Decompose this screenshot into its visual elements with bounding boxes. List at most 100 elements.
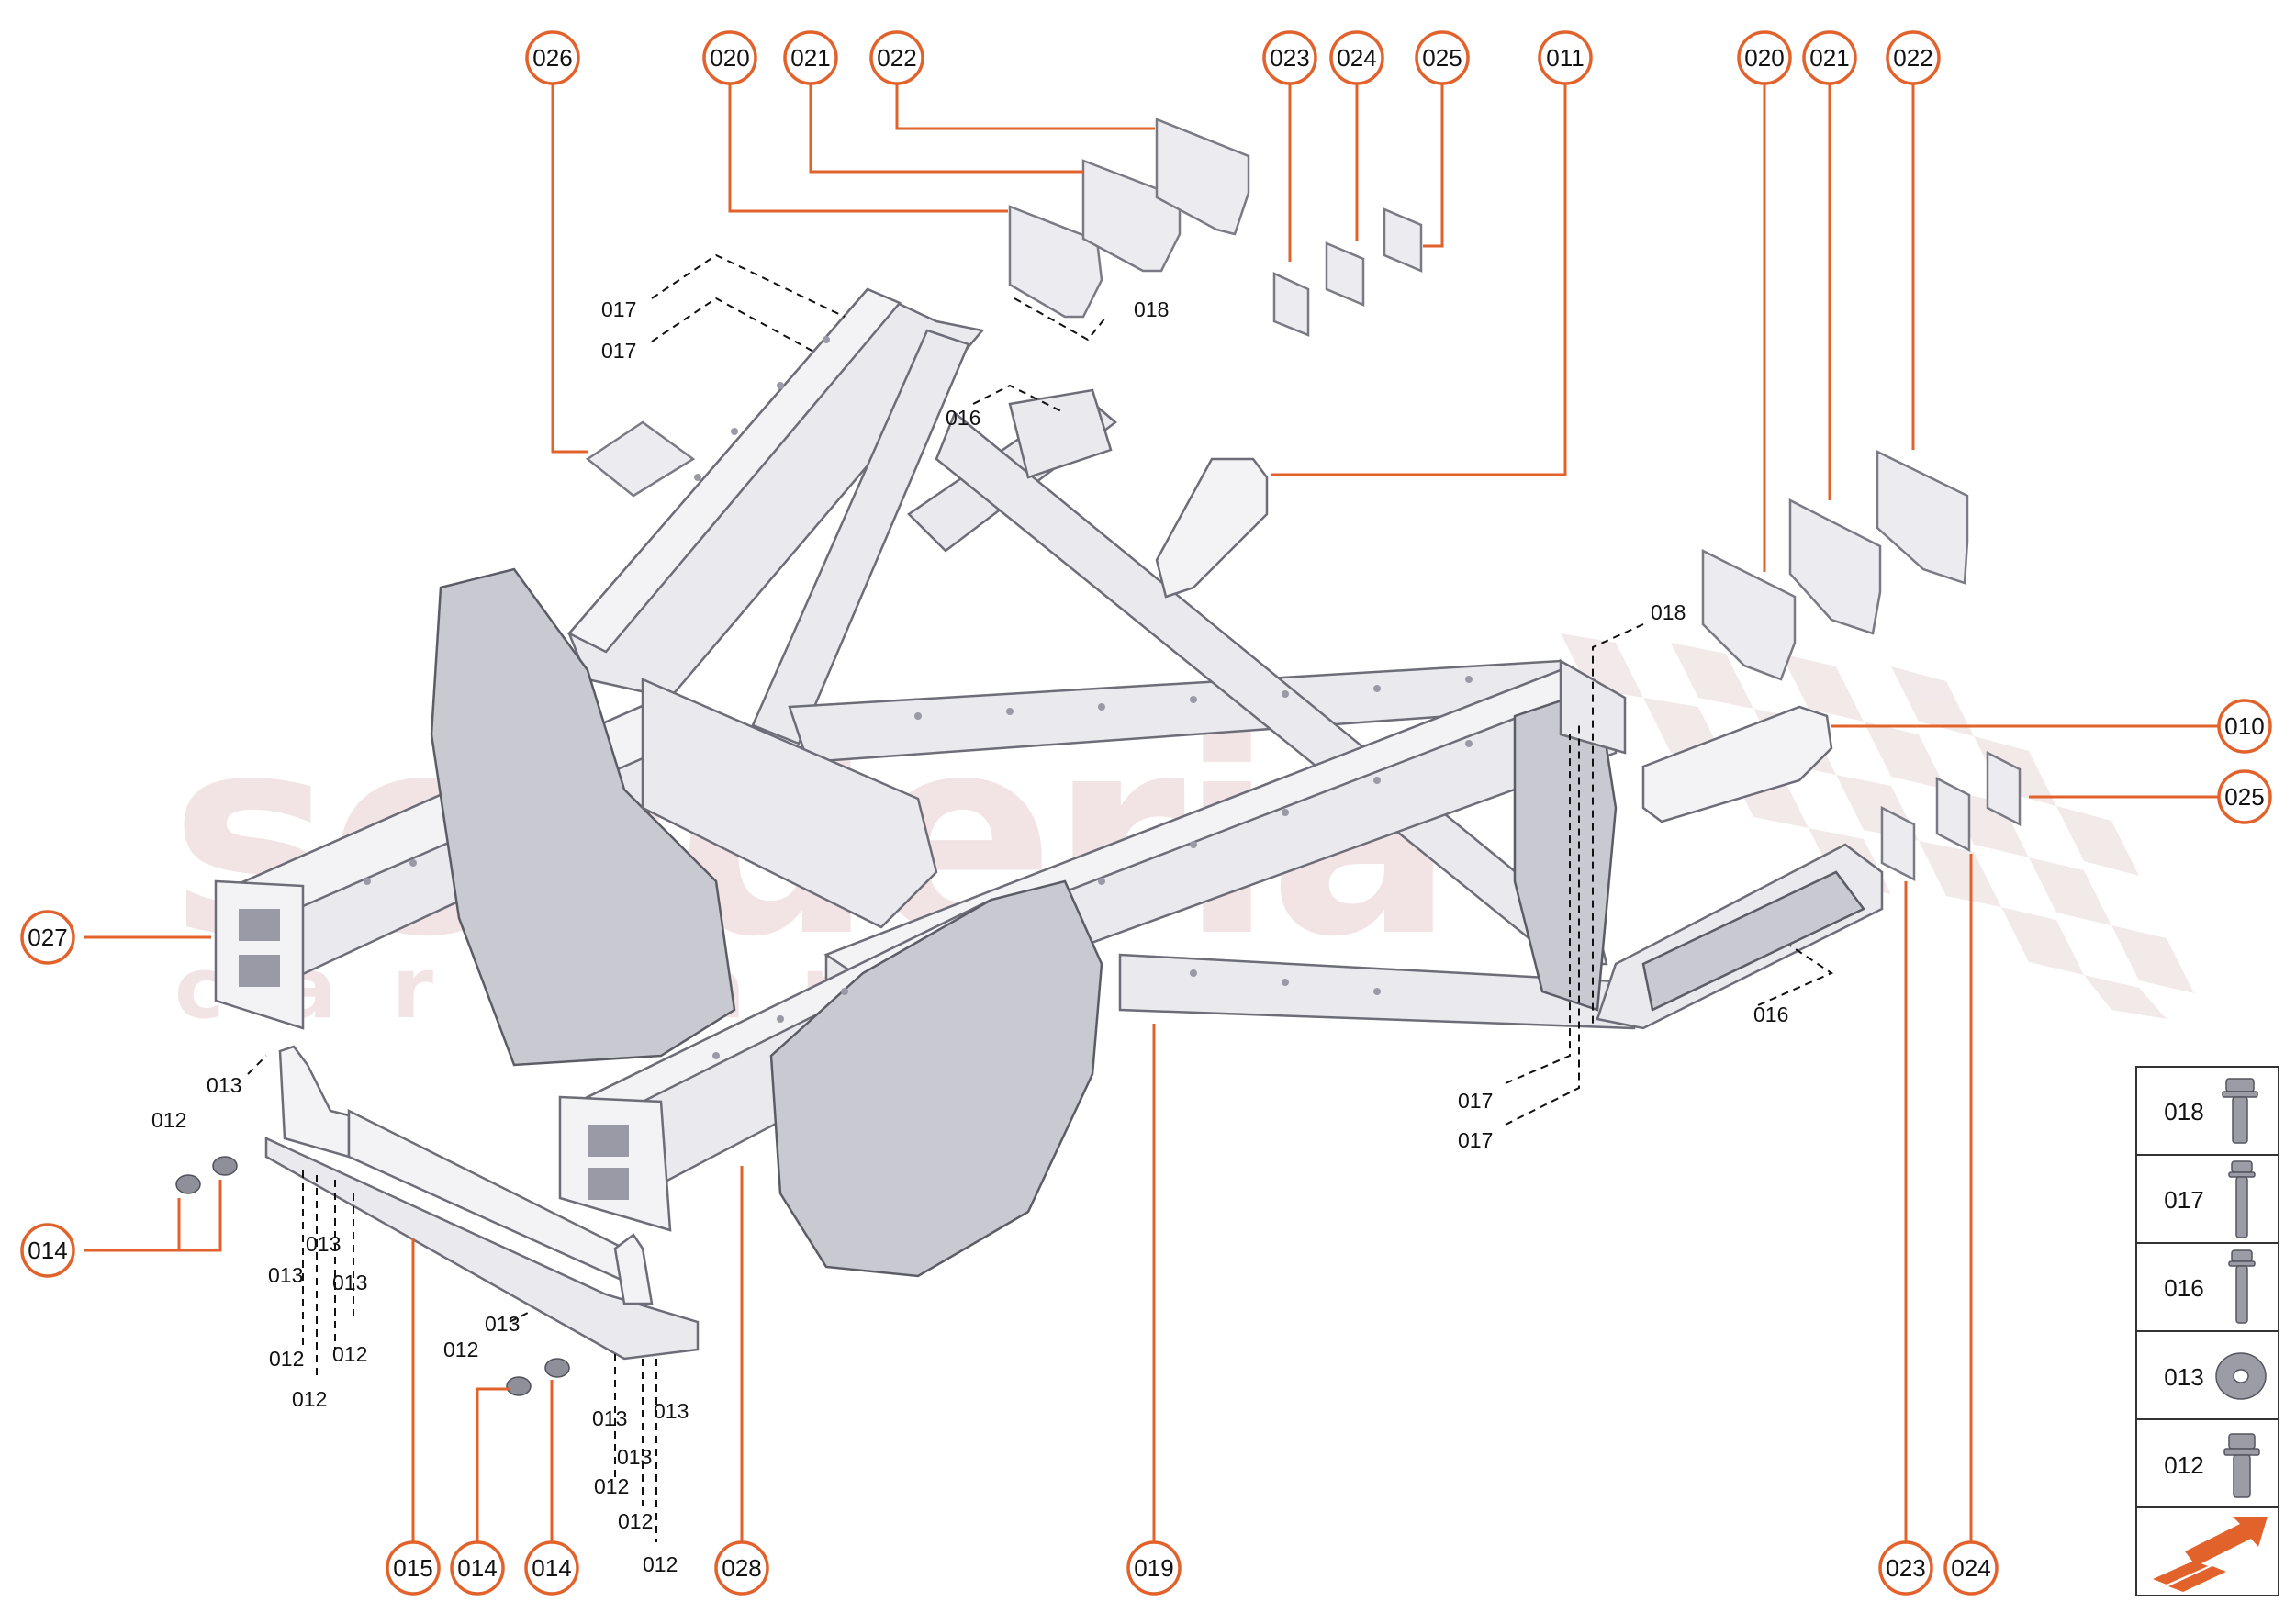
- callout-023[interactable]: 023: [1262, 30, 1317, 85]
- svg-text:024: 024: [1337, 44, 1376, 72]
- flange-bolt-long-icon: [2228, 1160, 2256, 1238]
- diagonal-strut: [751, 329, 970, 745]
- checkered-flag-logo: [1561, 633, 2194, 1019]
- bracket-011: [1155, 457, 1269, 599]
- shim-025b: [1986, 750, 2022, 827]
- callout-014[interactable]: 014: [524, 1540, 579, 1596]
- label-012: 012: [643, 1552, 678, 1576]
- shim-020b: [1701, 548, 1797, 681]
- svg-text:020: 020: [710, 44, 749, 72]
- callout-014[interactable]: 014: [20, 1223, 75, 1278]
- label-017: 017: [601, 297, 636, 321]
- legend-code: 018: [2164, 1098, 2203, 1126]
- callout-010[interactable]: 010: [2217, 699, 2272, 754]
- legend-code: 017: [2164, 1186, 2203, 1214]
- fastener-legend: 018 017 016 013 012: [2135, 1066, 2279, 1596]
- svg-text:025: 025: [1422, 44, 1462, 72]
- svg-text:026: 026: [532, 44, 572, 72]
- upper-rail-left-top: [567, 287, 902, 654]
- label-017: 017: [601, 339, 636, 363]
- crash-plate-right-hole: [588, 1125, 629, 1157]
- front-subframe-assembly: [214, 287, 1884, 1278]
- shim-024a: [1325, 241, 1365, 307]
- label-016: 016: [946, 406, 980, 430]
- callout-leaders: [84, 76, 2219, 1542]
- label-017: 017: [1458, 1089, 1493, 1113]
- callout-022[interactable]: 022: [1886, 30, 1941, 85]
- callout-022[interactable]: 022: [869, 30, 924, 85]
- callout-026[interactable]: 026: [525, 30, 580, 85]
- callout-023[interactable]: 023: [1878, 1540, 1933, 1596]
- label-013: 013: [592, 1406, 627, 1430]
- callout-021[interactable]: 021: [1802, 30, 1857, 85]
- next-page-arrow-icon[interactable]: [2153, 1517, 2268, 1592]
- callout-027[interactable]: 027: [20, 910, 75, 965]
- crash-plate-left-hole: [239, 909, 280, 941]
- label-012: 012: [443, 1338, 478, 1361]
- legend-code: 012: [2164, 1451, 2203, 1479]
- legend-row: [2135, 1418, 2279, 1508]
- right-suspension-casting: [769, 879, 1103, 1278]
- svg-text:025: 025: [2224, 783, 2264, 811]
- svg-text:014: 014: [457, 1554, 497, 1582]
- legend-row: [2135, 1066, 2279, 1156]
- pad-026: [585, 420, 696, 498]
- svg-text:020: 020: [1744, 44, 1784, 72]
- callout-024[interactable]: 024: [1329, 30, 1384, 85]
- fastener-leaders: [247, 253, 1834, 1542]
- svg-text:010: 010: [2224, 712, 2264, 740]
- callout-021[interactable]: 021: [783, 30, 838, 85]
- callouts: 026 020 021 022 023 024 025 011 020 021 …: [20, 30, 2272, 1596]
- svg-text:014: 014: [28, 1237, 67, 1264]
- callout-025[interactable]: 025: [2217, 769, 2272, 824]
- shim-024b: [1935, 776, 1971, 853]
- callout-020[interactable]: 020: [1737, 30, 1792, 85]
- svg-text:022: 022: [1893, 44, 1932, 72]
- center-rail: [641, 678, 938, 929]
- shim-022a: [1155, 118, 1250, 236]
- left-suspension-casting: [430, 567, 736, 1067]
- legend-code: 016: [2164, 1274, 2203, 1302]
- label-012: 012: [269, 1347, 304, 1371]
- bracket-010: [1641, 705, 1833, 823]
- label-013: 013: [332, 1271, 367, 1294]
- chassis-holes: [364, 336, 1473, 1059]
- shim-023b: [1880, 805, 1916, 882]
- callout-024[interactable]: 024: [1943, 1540, 1999, 1596]
- crash-plate-left-hole: [239, 955, 280, 987]
- svg-text:014: 014: [532, 1554, 571, 1582]
- svg-text:011: 011: [1546, 44, 1584, 72]
- upper-bracket-016: [1008, 388, 1113, 479]
- callout-015[interactable]: 015: [386, 1540, 441, 1596]
- lower-bracket-015: [264, 1045, 700, 1361]
- flange-bolt-short-icon: [2222, 1078, 2258, 1144]
- shims: [585, 118, 2022, 882]
- crash-plate-right: [558, 1095, 672, 1232]
- legend-row: [2135, 1154, 2279, 1244]
- svg-text:021: 021: [790, 44, 830, 72]
- callout-028[interactable]: 028: [714, 1540, 769, 1596]
- legend-code: 013: [2164, 1363, 2203, 1391]
- svg-text:015: 015: [393, 1554, 432, 1582]
- label-013: 013: [306, 1232, 341, 1256]
- svg-text:021: 021: [1809, 44, 1849, 72]
- label-013: 013: [617, 1445, 652, 1469]
- label-013: 013: [207, 1073, 241, 1097]
- callout-020[interactable]: 020: [702, 30, 757, 85]
- washer-icon: [2215, 1352, 2267, 1400]
- callout-019[interactable]: 019: [1126, 1540, 1182, 1596]
- label-017: 017: [1458, 1128, 1493, 1152]
- svg-text:023: 023: [1270, 44, 1309, 72]
- callout-011[interactable]: 011: [1538, 30, 1593, 85]
- callout-025[interactable]: 025: [1415, 30, 1470, 85]
- label-013: 013: [268, 1263, 303, 1287]
- flange-bolt-medium-icon: [2228, 1249, 2256, 1324]
- right-tower-plate: [1559, 658, 1627, 755]
- shim-023a: [1272, 272, 1310, 337]
- callout-014[interactable]: 014: [450, 1540, 505, 1596]
- right-lower-arm-web: [1641, 870, 1865, 1012]
- svg-text:022: 022: [877, 44, 916, 72]
- svg-text:019: 019: [1134, 1554, 1173, 1582]
- label-012: 012: [151, 1108, 186, 1132]
- label-018: 018: [1651, 600, 1686, 624]
